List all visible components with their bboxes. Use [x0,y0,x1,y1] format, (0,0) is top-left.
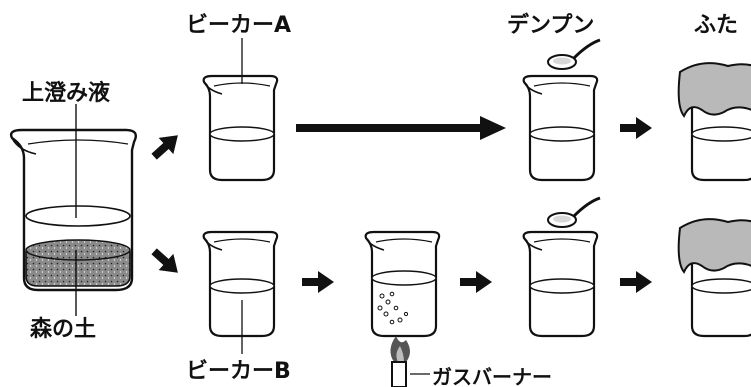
beaker-b [202,230,279,338]
spoon-icon [547,38,601,70]
cloth-lid-top [677,62,751,118]
beaker-a-starch [522,74,599,182]
beaker-a-lid [677,62,751,182]
gas-burner-label: ガスバーナー [432,365,552,387]
gas-burner [391,361,430,387]
supernatant-label: 上澄み液 [22,80,110,106]
soil-beaker [9,128,137,292]
beaker-a-label: ビーカーA [186,13,291,38]
beaker-a [202,74,279,182]
starch-label: デンプン [507,12,594,38]
beaker-b-starch [522,230,599,338]
arrow-to-beaker-b [146,243,186,281]
flame-icon [390,336,410,362]
arrow-top-3 [620,117,652,139]
arrow-bottom-1 [302,271,334,293]
beaker-b-lid [677,218,751,338]
lid-label: ふた [694,13,738,38]
arrow-to-beaker-a [146,127,186,165]
beaker-b-heated [364,230,441,338]
spoon-icon [547,196,601,228]
bubbles [377,291,409,325]
arrow-bottom-2 [460,271,492,293]
forest-soil-label: 森の土 [30,316,96,342]
cloth-lid-bottom [677,218,751,274]
beaker-b-label: ビーカーB [186,359,291,384]
arrow-bottom-3 [620,271,652,293]
long-arrow-top [296,116,506,140]
